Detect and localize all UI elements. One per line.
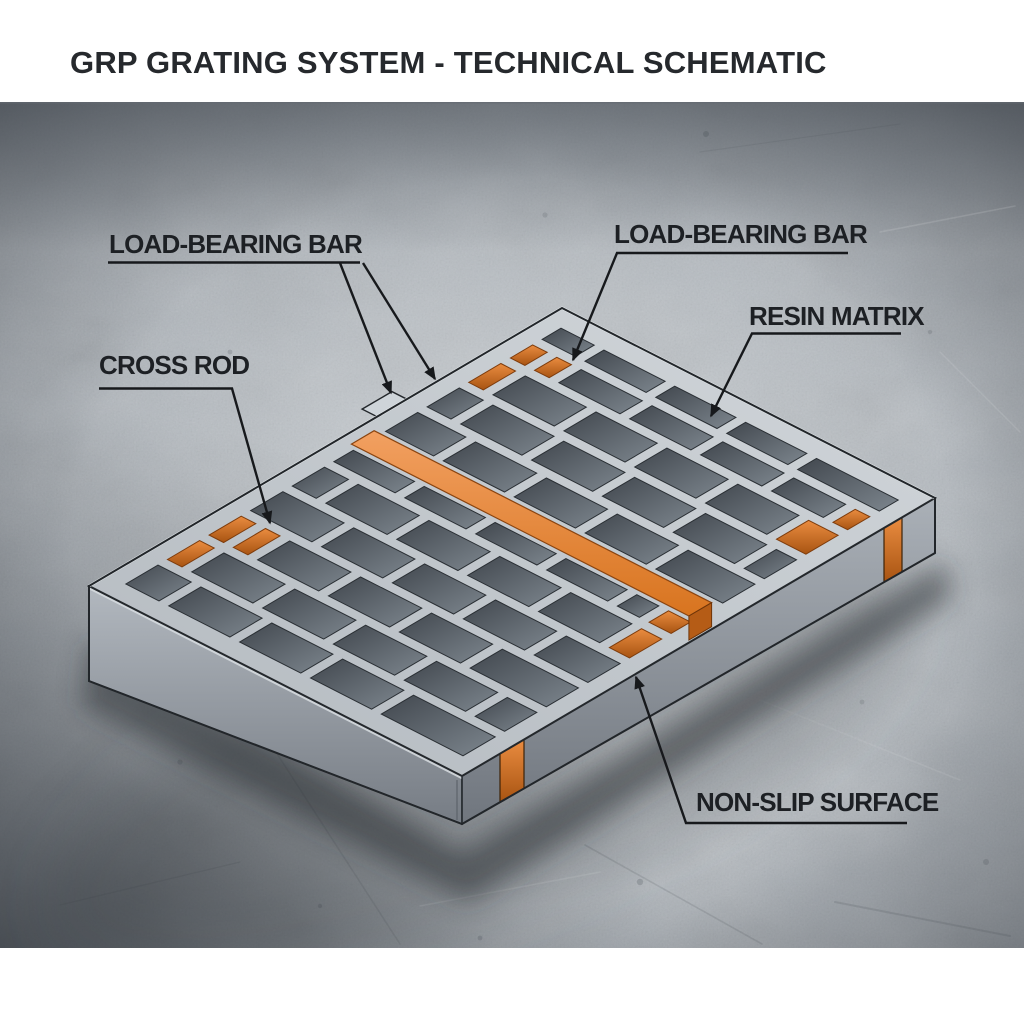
leader-lines	[99, 251, 907, 825]
label-resin-matrix: RESIN MATRIX	[749, 301, 925, 331]
leader-load-bearing-left-1	[338, 262, 393, 395]
leader-load-bearing-right	[571, 251, 848, 362]
leader-cross-rod	[99, 387, 273, 525]
grating-panel	[86, 306, 938, 826]
label-load-bearing-bar-right: LOAD-BEARING BAR	[614, 219, 868, 249]
panel-contact-shadow	[82, 562, 952, 902]
concrete-background	[0, 102, 1024, 948]
page-title: GRP GRATING SYSTEM - TECHNICAL SCHEMATIC	[70, 45, 827, 80]
leader-resin-matrix	[709, 332, 901, 418]
label-load-bearing-bar-left: LOAD-BEARING BAR	[109, 229, 363, 259]
label-cross-rod: CROSS ROD	[99, 350, 250, 380]
leader-non-slip	[634, 675, 907, 825]
label-non-slip-surface: NON-SLIP SURFACE	[696, 787, 939, 817]
leader-load-bearing-left-2	[361, 262, 437, 381]
